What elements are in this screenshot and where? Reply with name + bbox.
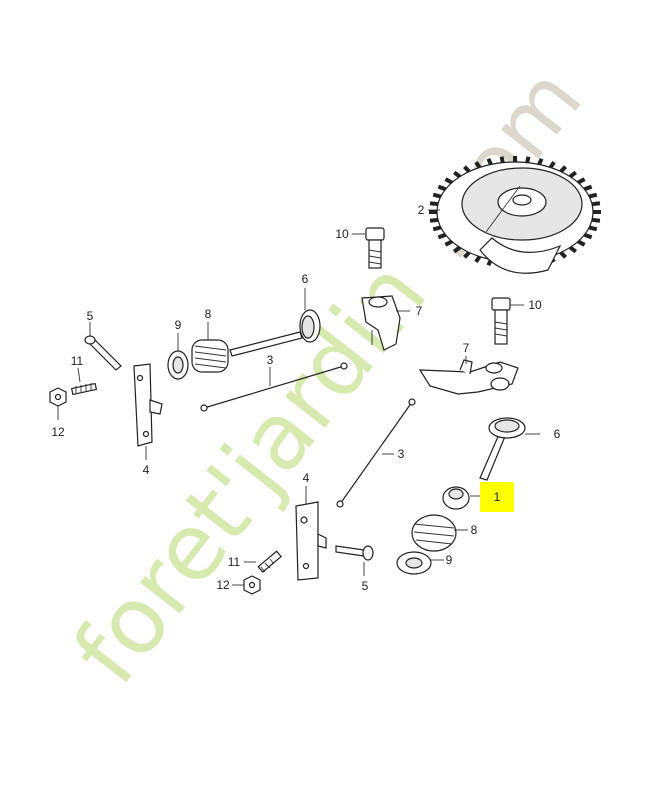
callout-12-left: 12 xyxy=(51,425,65,439)
gear-tooth xyxy=(548,160,556,169)
rocker-arm-upper xyxy=(361,295,401,351)
gear-tooth xyxy=(583,232,593,240)
gear-tooth xyxy=(583,184,593,192)
gear-tooth xyxy=(432,225,442,232)
gear-tooth xyxy=(588,225,598,232)
gear-tooth xyxy=(444,239,453,247)
gear-tooth xyxy=(577,177,586,185)
gear-tooth xyxy=(559,165,567,173)
gear-tooth xyxy=(463,251,471,259)
callout-8-lower: 8 xyxy=(471,523,478,537)
callout-10-upper: 10 xyxy=(335,227,349,241)
callout-5-center: 5 xyxy=(362,579,369,593)
callout-4-left: 4 xyxy=(143,463,150,477)
spring-upper xyxy=(191,339,229,373)
callout-11-center: 11 xyxy=(228,555,241,569)
gear-tooth xyxy=(429,217,439,223)
gear-tooth xyxy=(568,170,578,179)
callout-7-upper: 7 xyxy=(416,304,423,318)
callout-3-lower: 3 xyxy=(398,447,405,461)
callout-2: 2 xyxy=(418,203,425,217)
gear-tooth xyxy=(432,192,442,199)
push-rod-upper xyxy=(200,362,348,412)
callout-8-upper: 8 xyxy=(205,307,212,321)
screw-left xyxy=(70,382,98,396)
screw-center xyxy=(257,550,282,573)
callout-3-upper: 3 xyxy=(267,353,274,367)
gear-tooth xyxy=(588,192,598,199)
gear-tooth xyxy=(437,232,447,240)
gear-tooth xyxy=(452,170,462,179)
callout-6-upper: 6 xyxy=(302,272,309,286)
gear-tooth xyxy=(429,201,439,207)
valve-stem-seal xyxy=(442,486,470,510)
gear-tooth xyxy=(525,156,531,164)
nut-center xyxy=(243,575,261,595)
gear-tooth xyxy=(591,201,601,207)
gear-tooth xyxy=(444,177,453,185)
pin-center xyxy=(335,545,374,561)
valve-lower xyxy=(479,417,526,481)
callout-9-lower: 9 xyxy=(446,553,453,567)
gear-tooth xyxy=(559,251,567,259)
callout-1-highlight xyxy=(480,482,514,512)
retainer-lower xyxy=(396,551,432,575)
gear-tooth xyxy=(591,217,601,223)
nut-left xyxy=(49,387,67,407)
camshaft-gear xyxy=(429,156,601,274)
callout-5-left: 5 xyxy=(87,309,94,323)
callout-11-left: 11 xyxy=(71,354,84,368)
callout-1: 1 xyxy=(494,490,501,504)
retainer-upper xyxy=(167,350,189,380)
gear-tooth xyxy=(452,245,462,254)
gear-tooth xyxy=(568,245,578,254)
gear-tooth xyxy=(437,184,447,192)
gear-tooth xyxy=(474,255,482,264)
valve-upper xyxy=(229,309,321,357)
gear-tooth xyxy=(537,157,544,166)
push-rod-lower xyxy=(336,398,416,508)
callout-12-center: 12 xyxy=(216,578,230,592)
bracket-left xyxy=(133,363,163,447)
bolt-upper xyxy=(365,227,385,269)
spring-lower xyxy=(411,514,457,552)
bolt-right xyxy=(491,297,511,345)
callout-9-upper: 9 xyxy=(175,318,182,332)
gear-tooth xyxy=(486,157,493,166)
bracket-center xyxy=(295,501,327,581)
callout-10-right: 10 xyxy=(528,298,542,312)
callout-4-center: 4 xyxy=(303,471,310,485)
gear-tooth xyxy=(463,165,471,173)
gear-tooth xyxy=(499,156,505,164)
gear-tooth xyxy=(474,160,482,169)
pin-left xyxy=(84,335,122,371)
callout-7-right: 7 xyxy=(463,341,470,355)
gear-tooth xyxy=(577,239,586,247)
callout-6-lower: 6 xyxy=(554,427,561,441)
rocker-arm-right xyxy=(418,359,519,395)
